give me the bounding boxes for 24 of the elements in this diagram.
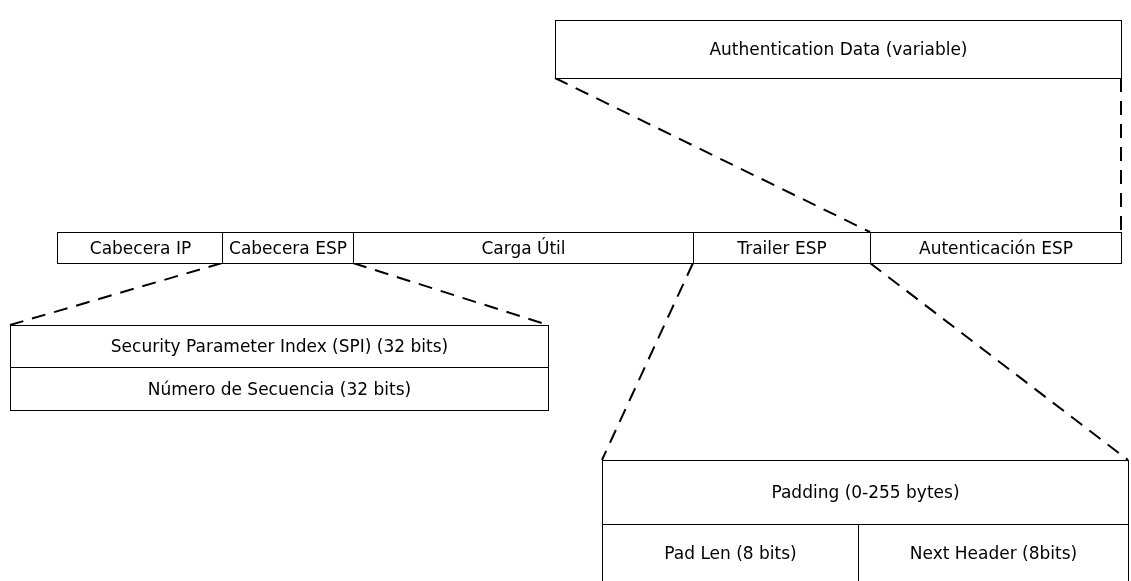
field-label: Cabecera IP <box>89 238 192 258</box>
field-label: Número de Secuencia (32 bits) <box>147 379 412 399</box>
field-box <box>10 325 549 368</box>
field-box <box>57 232 224 264</box>
field-box <box>10 367 549 411</box>
dashed-connector <box>1120 77 1122 233</box>
field-box <box>870 232 1122 264</box>
field-label: Authentication Data (variable) <box>709 40 968 59</box>
field-box <box>222 232 354 264</box>
field-label: Carga Útil <box>481 238 566 258</box>
field-box <box>555 20 1122 79</box>
field-label: Next Header (8bits) <box>909 543 1078 563</box>
dashed-connector <box>601 262 694 461</box>
field-box <box>602 460 1129 525</box>
field-label: Padding (0-255 bytes) <box>771 483 960 502</box>
field-box <box>353 232 694 264</box>
field-label: Pad Len (8 bits) <box>664 543 797 563</box>
field-label: Cabecera ESP <box>229 238 347 258</box>
field-label: Security Parameter Index (SPI) (32 bits) <box>110 337 449 356</box>
field-box <box>693 232 871 264</box>
dashed-connector <box>554 77 871 233</box>
field-label: Autenticación ESP <box>919 238 1073 258</box>
field-label: Trailer ESP <box>737 238 827 258</box>
dashed-connector <box>869 262 1129 461</box>
